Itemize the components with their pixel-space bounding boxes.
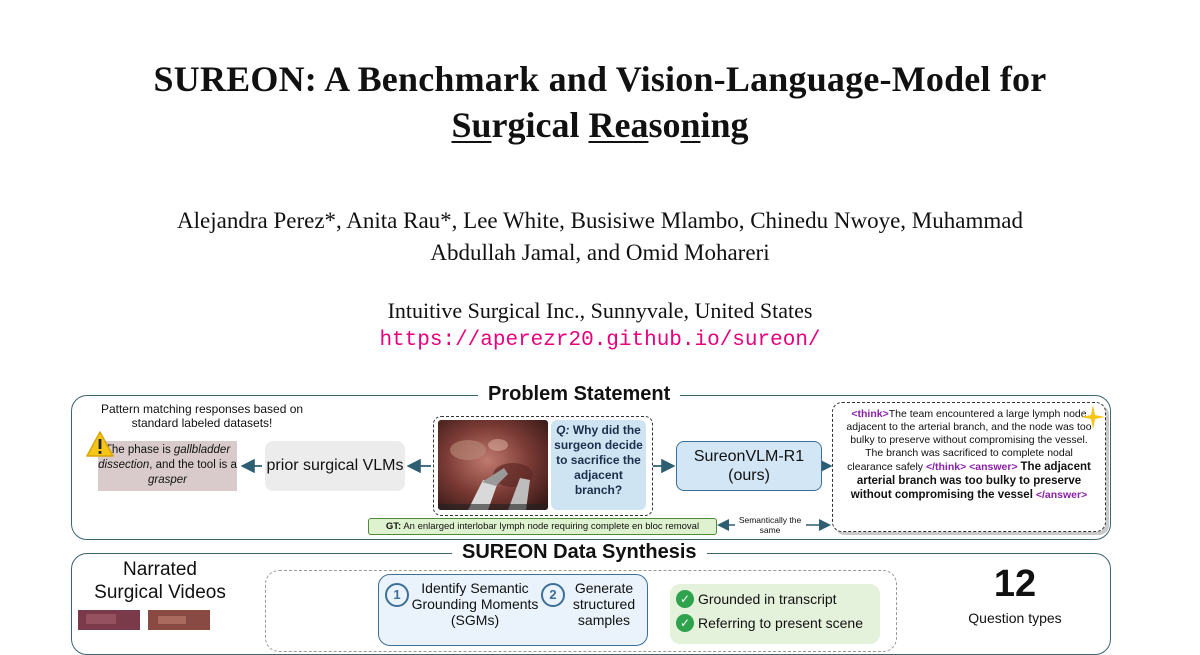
think-close-tag: </think> [925, 461, 967, 473]
question-types-label: Question types [968, 610, 1062, 626]
check-icon: ✓ [676, 614, 694, 632]
check-label-grounded: Grounded in transcript [698, 591, 837, 607]
check-item-referring: ✓ Referring to present scene [676, 614, 863, 632]
reasoning-output-box: <think>The team encountered a large lymp… [832, 402, 1106, 532]
gt-prefix: GT: [385, 521, 402, 532]
title-underline-su: Su [451, 105, 492, 145]
project-url-link[interactable]: https://aperezr20.github.io/sureon/ [379, 329, 821, 352]
paper-title-line2: Surgical Reasoning [0, 104, 1200, 146]
title-text-ing: ing [700, 105, 749, 145]
question-types-count: 12 [993, 563, 1037, 605]
wrong-answer-phase: gallbladder dissection [98, 444, 231, 471]
synthesis-steps-box: 1 Identify Semantic Grounding Moments (S… [378, 574, 648, 646]
answer-open-tag: <answer> [969, 461, 1018, 473]
think-text: The team encountered a large lymph node … [846, 408, 1092, 473]
authors-line1: Alejandra Perez*, Anita Rau*, Lee White,… [177, 208, 1023, 233]
gt-text: An enlarged interlobar lymph node requir… [403, 521, 700, 532]
ground-truth-box: GT: An enlarged interlobar lymph node re… [368, 518, 717, 535]
model-name: SureonVLM-R1 [693, 448, 805, 465]
question-box: Q: Why did the surgeon decide to sacrifi… [551, 420, 646, 510]
title-underline-rea: Rea [588, 105, 649, 145]
step-1-number: 1 [385, 583, 409, 607]
data-synthesis-title: SUREON Data Synthesis [452, 541, 707, 564]
question-frame [433, 416, 653, 516]
step-1-label: Identify Semantic Grounding Moments (SGM… [411, 580, 539, 628]
check-icon: ✓ [676, 590, 694, 608]
sparkle-icon [1081, 405, 1105, 429]
check-label-referring: Referring to present scene [698, 615, 863, 631]
think-open-tag: <think> [851, 408, 889, 420]
model-tag: (ours) [728, 467, 770, 484]
answer-text: The adjacent arterial branch was too bul… [850, 461, 1091, 501]
title-text-so: so [648, 105, 681, 145]
wrong-answer-text-2: , and the tool is a [149, 459, 237, 471]
question-prefix: Q: [556, 423, 570, 437]
problem-statement-title: Problem Statement [478, 383, 681, 406]
wrong-answer-tool: grasper [148, 474, 187, 486]
figure-arrows [240, 458, 833, 626]
affiliation: Intuitive Surgical Inc., Sunnyvale, Unit… [387, 298, 813, 323]
check-item-grounded: ✓ Grounded in transcript [676, 590, 837, 608]
warning-icon [86, 431, 114, 457]
question-text: Why did the surgeon decide to sacrifice … [554, 423, 643, 497]
paper-title-line1: SUREON: A Benchmark and Vision-Language-… [153, 59, 1047, 99]
video-thumbnails [78, 610, 238, 630]
title-text-rgical: rgical [491, 105, 589, 145]
semantically-same-note: Semantically the same [738, 515, 802, 535]
answer-close-tag: </answer> [1035, 489, 1088, 501]
prior-surgical-vlms-box: prior surgical VLMs [265, 441, 405, 491]
authors-line2: Abdullah Jamal, and Omid Mohareri [430, 240, 770, 265]
narrated-videos-label: Narrated Surgical Videos [94, 559, 226, 603]
wrong-answer-text: The phase is [104, 444, 174, 456]
prior-vlms-label: prior surgical VLMs [266, 457, 404, 474]
validation-checks-box: ✓ Grounded in transcript ✓ Referring to … [670, 584, 880, 644]
surgical-video-frame-image [438, 420, 548, 510]
step-2-label: Generate structured samples [572, 580, 636, 628]
step-2-number: 2 [541, 583, 565, 607]
title-underline-n: n [680, 105, 701, 145]
sureon-vlm-box: SureonVLM-R1 (ours) [676, 441, 822, 491]
wrong-answer-box: The phase is gallbladder dissection, and… [98, 441, 237, 491]
pattern-matching-note: Pattern matching responses based on stan… [100, 402, 304, 430]
